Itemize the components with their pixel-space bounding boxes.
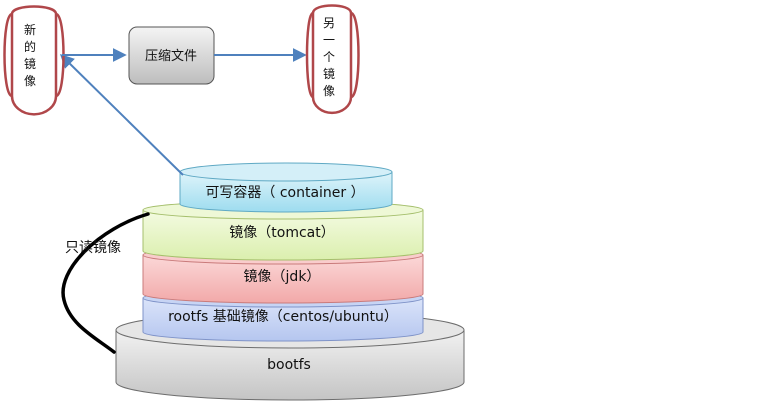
rootfs-label: rootfs 基础镜像（centos/ubuntu）	[168, 308, 398, 325]
read-only-bracket	[61, 212, 150, 354]
commit-arrow	[60, 54, 184, 176]
new-image-cylinder: 新 的 镜 像	[3, 5, 65, 116]
new-image-char-1: 新	[24, 22, 36, 37]
container-layer: 可写容器（ container ）	[179, 162, 393, 213]
tomcat-label: 镜像（tomcat）	[229, 225, 334, 241]
new-image-char-4: 像	[24, 74, 36, 88]
compress-file-label: 压缩文件	[145, 48, 197, 64]
other-image-char-5: 像	[323, 84, 335, 98]
other-image-char-1: 另	[323, 16, 335, 30]
compress-file-box: 压缩文件	[128, 26, 215, 85]
new-image-char-2: 的	[24, 39, 36, 54]
other-image-char-3: 个	[323, 50, 335, 64]
container-label: 可写容器（ container ）	[205, 184, 364, 201]
other-image-cylinder: 另 一 个 镜 像	[305, 4, 360, 115]
other-image-char-4: 镜	[323, 66, 335, 81]
new-image-char-3: 镜	[24, 56, 36, 71]
bootfs-label: bootfs	[267, 357, 311, 373]
other-image-char-2: 一	[323, 33, 335, 47]
read-only-label: 只读镜像	[65, 239, 121, 256]
jdk-label: 镜像（jdk）	[244, 269, 321, 285]
